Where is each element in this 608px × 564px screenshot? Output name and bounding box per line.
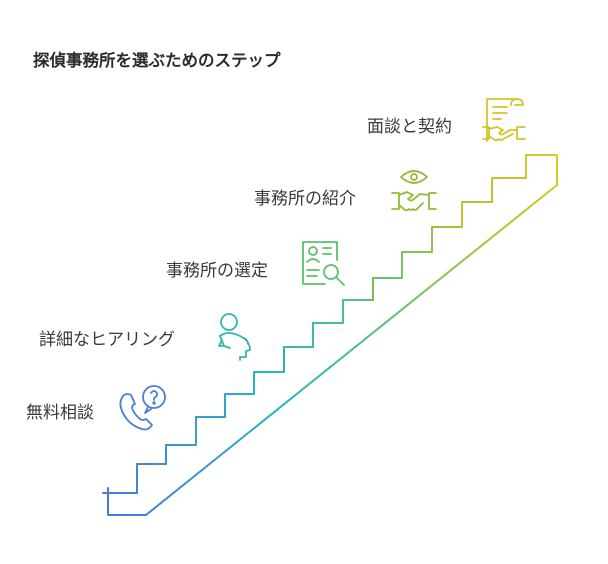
- phone-question-icon: [119, 385, 166, 431]
- stair-steps: [102, 154, 558, 516]
- contract-handshake-icon: [482, 98, 526, 142]
- person-listening-icon: [218, 313, 251, 361]
- step-label-office-introduction: 事務所の紹介: [254, 189, 356, 209]
- step-label-free-consultation: 無料相談: [26, 403, 94, 423]
- step-label-interview-contract: 面談と契約: [367, 117, 452, 137]
- eye-handshake-icon: [391, 170, 437, 212]
- step-label-office-selection: 事務所の選定: [166, 261, 268, 281]
- diagram-title: 探偵事務所を選ぶためのステップ: [33, 51, 281, 70]
- document-search-icon: [302, 241, 345, 286]
- step-label-detailed-hearing: 詳細なヒアリング: [39, 330, 175, 350]
